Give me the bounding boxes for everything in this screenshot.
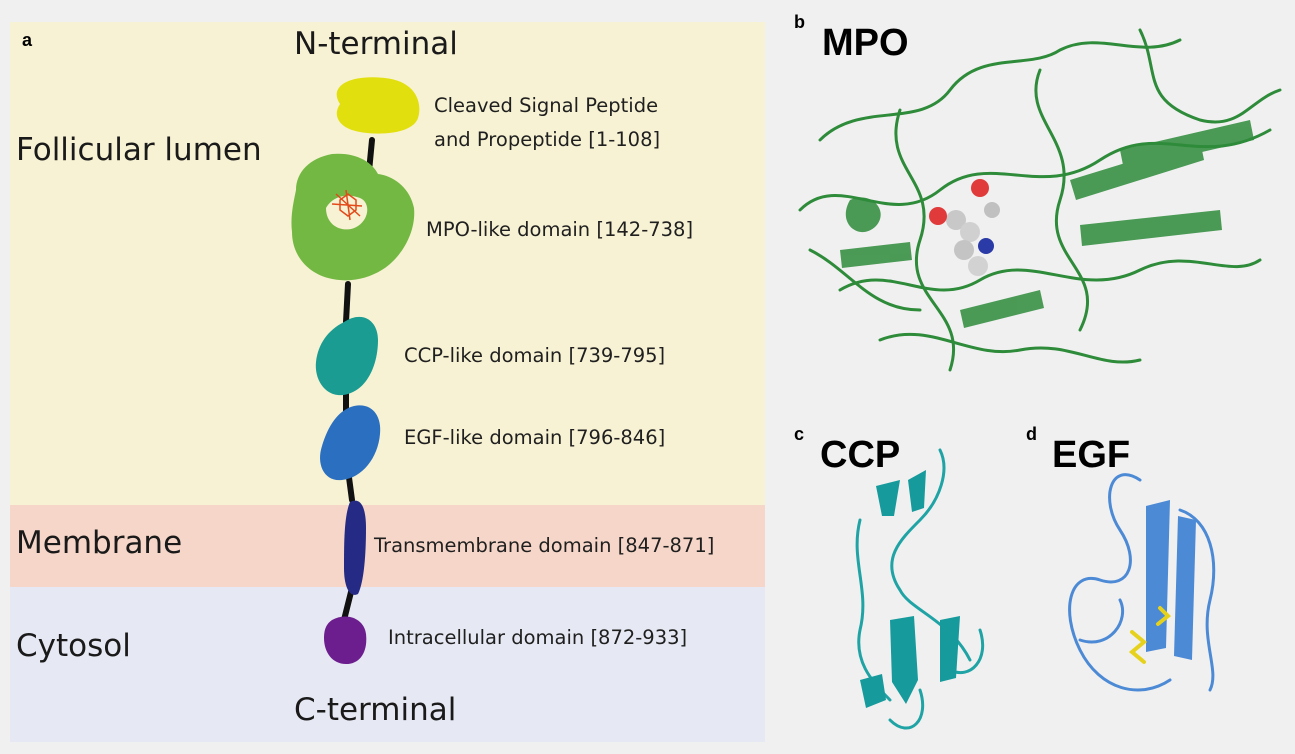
ccp-title: CCP <box>820 434 901 476</box>
egf-title: EGF <box>1052 434 1131 476</box>
c-terminal-label: C-terminal <box>294 692 457 728</box>
ccp-structure-panel: c CCP <box>790 420 1020 745</box>
egf-domain-label: EGF-like domain [796-846] <box>404 426 666 449</box>
membrane-region <box>10 505 765 587</box>
egf-structure-panel: d EGF <box>1020 420 1290 745</box>
panel-letter-b: b <box>794 12 805 32</box>
signal-peptide-label-line2: and Propeptide [1-108] <box>434 128 661 151</box>
membrane-label: Membrane <box>16 525 183 561</box>
mpo-structure-panel: b MPO <box>780 10 1290 410</box>
domain-shapes <box>291 77 420 664</box>
mpo-title: MPO <box>822 22 909 64</box>
mpo-domain-shape <box>291 153 415 281</box>
egf-ribbon-structure <box>1068 473 1216 692</box>
ccp-ribbon-structure <box>855 448 985 730</box>
intracellular-domain-label: Intracellular domain [872-933] <box>388 626 688 649</box>
panel-letter-a: a <box>22 30 33 50</box>
cytosol-label: Cytosol <box>16 628 131 664</box>
mpo-ribbon-structure <box>798 28 1282 372</box>
intracellular-domain-shape <box>324 616 367 664</box>
ccp-domain-shape <box>315 316 378 396</box>
ccp-domain-label: CCP-like domain [739-795] <box>404 344 666 367</box>
disulfide-bond-icon <box>1128 606 1171 664</box>
transmembrane-domain-shape <box>344 500 366 595</box>
egf-domain-shape <box>320 405 381 481</box>
n-terminal-label: N-terminal <box>294 26 458 62</box>
signal-peptide-shape <box>336 77 420 134</box>
heme-icon <box>331 189 363 221</box>
follicular-lumen-label: Follicular lumen <box>16 132 262 168</box>
linker-chain <box>341 137 375 623</box>
signal-peptide-label-line1: Cleaved Signal Peptide <box>434 94 659 117</box>
panel-letter-d: d <box>1026 424 1037 444</box>
heme-ligand-spheres <box>929 179 1000 276</box>
mpo-domain-label: MPO-like domain [142-738] <box>426 218 694 241</box>
cytosol-region <box>10 587 765 742</box>
panel-letter-c: c <box>794 424 805 444</box>
domain-diagram-panel: a N-terminal Follicular lumen Membrane C… <box>10 22 765 742</box>
transmembrane-domain-label: Transmembrane domain [847-871] <box>374 534 715 557</box>
